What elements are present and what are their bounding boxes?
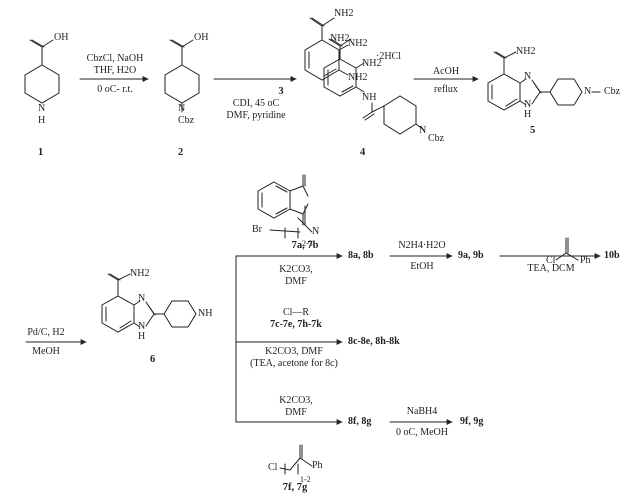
step1-reagents: CbzCl, NaOH xyxy=(86,53,144,64)
atom-n: N xyxy=(38,103,46,114)
intermediate-9a-9b: 9a, 9b xyxy=(458,250,484,261)
branch-c-next-conditions: 0 oC, MeOH xyxy=(396,427,448,438)
compound-number-1: 1 xyxy=(38,147,44,158)
atom-nh2: NH2 xyxy=(516,46,536,57)
structure-4 xyxy=(323,38,425,135)
structure-7fg xyxy=(279,444,313,475)
structure-7ab xyxy=(257,174,313,239)
branch-b-note: (TEA, acetone for 8c) xyxy=(250,358,338,369)
product-8f-8g: 8f, 8g xyxy=(348,416,372,427)
structure-6 xyxy=(101,273,197,333)
atom-n: N xyxy=(419,125,427,136)
atom-cl: Cl xyxy=(268,462,278,473)
atom-nh2: NH2 xyxy=(330,33,350,44)
atom-subscript: 2-3 xyxy=(302,239,313,248)
compound-number-5: 5 xyxy=(530,125,536,136)
branch-a-next-solvent: EtOH xyxy=(410,261,434,272)
branch-c-solvent: DMF xyxy=(285,407,307,418)
atom-nh2: NH2 xyxy=(348,72,368,83)
atom-cbz: Cbz xyxy=(428,133,445,144)
step3-reagent: AcOH xyxy=(432,66,460,77)
atom-ph: Ph xyxy=(312,460,323,471)
atom-cbz: Cbz xyxy=(604,86,621,97)
branch-a-final-conditions: TEA, DCM xyxy=(527,263,575,274)
atom-salt: ·2HCl xyxy=(376,51,401,62)
reagent-numbers-7a-7b: 7a, 7b xyxy=(291,240,319,251)
atom-br: Br xyxy=(252,224,262,235)
atom-n: N xyxy=(138,293,146,304)
atom-n: N xyxy=(584,86,592,97)
product-10b: 10b xyxy=(604,250,620,261)
step2-solvent: DMF, pyridine xyxy=(226,110,286,121)
atom-h: H xyxy=(138,331,146,342)
atom-nh2: NH2 xyxy=(362,58,382,69)
atom-subscript: 1-2 xyxy=(300,475,311,484)
atom-cbz: Cbz xyxy=(178,115,195,126)
reagent-number-3: 3 xyxy=(278,86,284,97)
structure-benzoyl-chloride xyxy=(555,237,579,261)
atom-n: N xyxy=(178,103,186,114)
structure-2 xyxy=(164,39,200,113)
product-8c-8k: 8c-8e, 8h-8k xyxy=(348,336,400,347)
compound-number-6: 6 xyxy=(150,354,156,365)
compound-number-4: 4 xyxy=(360,147,366,158)
atom-ph: Ph xyxy=(580,255,591,266)
atom-nh2: NH2 xyxy=(348,38,368,49)
reagent-numbers-7f-7g: 7f, 7g xyxy=(282,482,308,493)
structure-5 xyxy=(487,51,601,111)
step1-temperature: 0 oC- r.t. xyxy=(97,84,133,95)
reaction-arrows xyxy=(25,76,601,425)
step1-solvent: THF, H2O xyxy=(93,65,137,76)
atom-n: N xyxy=(524,99,532,110)
atom-h: H xyxy=(524,109,532,120)
product-9f-9g: 9f, 9g xyxy=(460,416,484,427)
product-8a-8b: 8a, 8b xyxy=(348,250,374,261)
step3-conditions: reflux xyxy=(434,84,458,95)
step4-catalyst: Pd/C, H2 xyxy=(27,327,65,338)
atom-nh2: NH2 xyxy=(130,268,150,279)
atom-n: N xyxy=(138,321,146,332)
atom-nh: NH xyxy=(198,308,213,319)
branch-b-conditions: K2CO3, DMF xyxy=(265,346,323,357)
atom-cl: Cl xyxy=(546,255,556,266)
branch-a-base: K2CO3, xyxy=(279,264,313,275)
structure-3 xyxy=(304,17,349,81)
branch-c-next-reagent: NaBH4 xyxy=(406,406,438,417)
branch-b-reagent: Cl—R xyxy=(282,307,310,318)
atom-n: N xyxy=(312,226,320,237)
atom-oh: OH xyxy=(194,32,209,43)
step4-solvent: MeOH xyxy=(32,346,60,357)
atom-n: N xyxy=(524,71,532,82)
atom-nh: NH xyxy=(362,92,377,103)
reagent-numbers-7c-7k: 7c-7e, 7h-7k xyxy=(270,319,322,330)
branch-a-solvent: DMF xyxy=(285,276,307,287)
atom-h: H xyxy=(38,115,46,126)
atom-nh2: NH2 xyxy=(334,8,354,19)
structure-1 xyxy=(24,39,60,104)
branch-c-base: K2CO3, xyxy=(279,395,313,406)
atom-oh: OH xyxy=(54,32,69,43)
branch-a-next-reagent: N2H4·H2O xyxy=(398,240,446,251)
step2-conditions: CDI, 45 oC xyxy=(232,98,280,109)
compound-number-2: 2 xyxy=(178,147,184,158)
